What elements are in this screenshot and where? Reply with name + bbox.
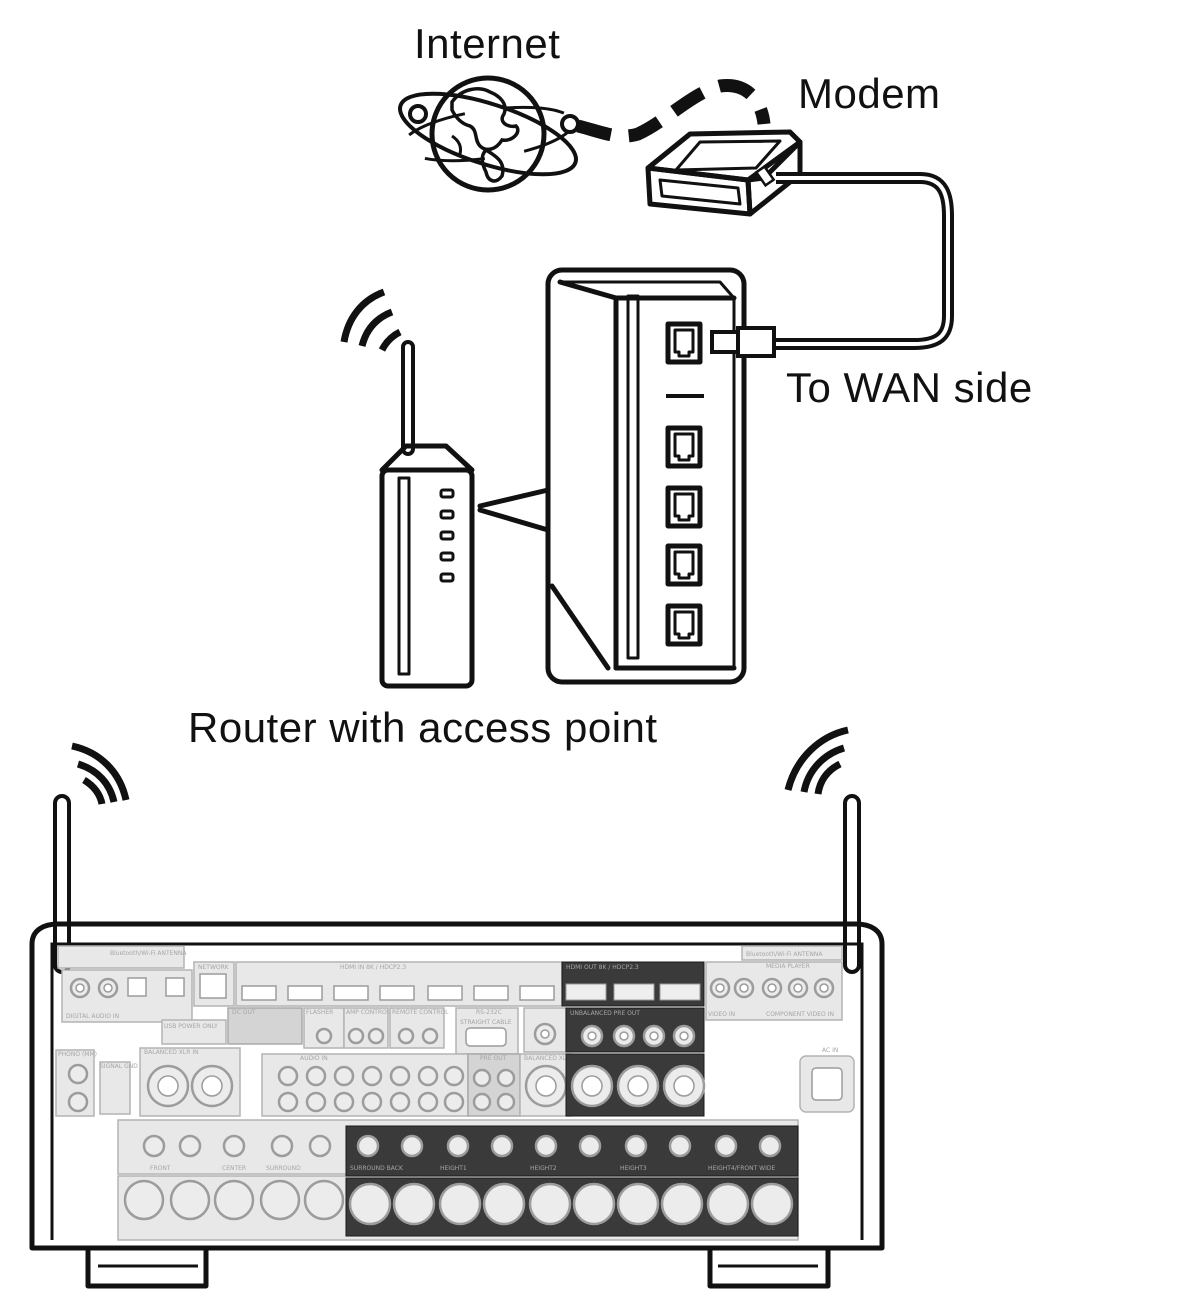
speaker-group-label: FRONT: [150, 1165, 171, 1172]
usb-label: USB POWER ONLY: [164, 1023, 218, 1030]
wan-side-label: To WAN side: [786, 364, 1033, 411]
media-player-label: MEDIA PLAYER: [766, 963, 810, 970]
internet-link-dashed: [576, 79, 771, 143]
wan-plug: [710, 326, 776, 358]
unbalanced-pre-out-label: UNBALANCED PRE OUT: [570, 1010, 640, 1017]
network-label: NETWORK: [198, 964, 230, 971]
straight-cable-label: STRAIGHT CABLE: [460, 1019, 512, 1026]
ethernet-port-icon: [665, 543, 703, 587]
antenna-icon: [784, 726, 861, 974]
router-detail: [545, 267, 776, 685]
pre-out-label: PRE OUT: [480, 1055, 507, 1062]
ethernet-port-icon: [665, 425, 703, 469]
speaker-group-label: SURROUND: [266, 1165, 301, 1172]
hdmi-out-label: HDMI OUT 8K / HDCP2.3: [566, 964, 639, 971]
speaker-group-label: HEIGHT4/FRONT WIDE: [708, 1165, 775, 1172]
av-receiver: Bluetooth/Wi-Fi ANTENNA Bluetooth/Wi-Fi …: [29, 726, 885, 1289]
balanced-xlr-pre-out-label: BALANCED XLR PRE OUT: [524, 1055, 599, 1062]
ethernet-port-icon: [665, 603, 703, 647]
internet-label: Internet: [414, 20, 561, 67]
remote-control-label: REMOTE CONTROL: [392, 1009, 449, 1016]
speaker-group-label: HEIGHT1: [440, 1165, 467, 1172]
bt-antenna-label-left: Bluetooth/Wi-Fi ANTENNA: [110, 950, 187, 957]
video-in-label: VIDEO IN: [708, 1011, 735, 1018]
speaker-group-label: HEIGHT2: [530, 1165, 557, 1172]
ethernet-port-icon: [665, 485, 703, 529]
speaker-group-label: HEIGHT3: [620, 1165, 647, 1172]
wan-cable: [774, 172, 954, 350]
bt-antenna-label-right: Bluetooth/Wi-Fi ANTENNA: [746, 951, 823, 958]
hdmi-in-label: HDMI IN 8K / HDCP2.3: [340, 964, 406, 971]
signal-gnd-label: SIGNAL GND: [100, 1063, 138, 1070]
rear-panel: Bluetooth/Wi-Fi ANTENNA Bluetooth/Wi-Fi …: [55, 945, 855, 1241]
modem-label: Modem: [798, 70, 941, 117]
flasher-label: FLASHER: [306, 1009, 333, 1016]
ac-in-label: AC IN: [822, 1047, 838, 1054]
globe-icon: [398, 75, 580, 193]
phono-label: PHONO (MM): [58, 1051, 97, 1058]
balanced-xlr-in-label: BALANCED XLR IN: [144, 1049, 199, 1056]
antenna-icon: [53, 742, 130, 974]
component-video-label: COMPONENT VIDEO IN: [766, 1011, 834, 1018]
router-label: Router with access point: [188, 704, 658, 751]
ethernet-port-icon: [665, 321, 703, 365]
audio-in-label: AUDIO IN: [300, 1055, 328, 1062]
speaker-group-label: SURROUND BACK: [350, 1165, 404, 1172]
rs232c-label: RS-232C: [476, 1009, 502, 1016]
speaker-group-label: CENTER: [222, 1165, 246, 1172]
amp-control-label: AMP CONTROL: [346, 1009, 391, 1016]
router-icon: [340, 288, 475, 689]
digital-audio-label: DIGITAL AUDIO IN: [66, 1013, 119, 1020]
dc-out-label: DC OUT: [232, 1009, 256, 1016]
